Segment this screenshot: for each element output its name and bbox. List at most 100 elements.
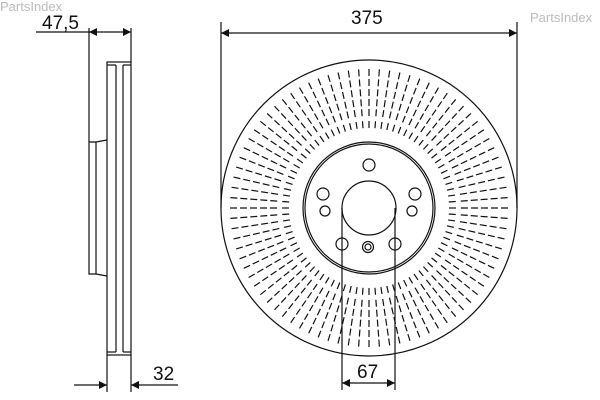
cooling-vent xyxy=(458,227,506,240)
inner-vent-tooth xyxy=(282,200,290,203)
cooling-vent xyxy=(402,293,421,339)
inner-vent-tooth xyxy=(342,124,346,132)
inner-vent-tooth xyxy=(309,266,316,273)
hub-circle xyxy=(302,141,436,275)
cooling-vent xyxy=(440,264,479,296)
cooling-vent xyxy=(425,279,457,318)
bolt-hole xyxy=(319,205,331,217)
cooling-vent xyxy=(347,298,356,347)
watermark-right: PartsIndex xyxy=(530,10,593,25)
inner-vent-tooth xyxy=(285,231,293,235)
cooling-vent xyxy=(448,137,491,163)
cooling-vent xyxy=(289,91,318,133)
cooling-vent xyxy=(456,166,503,182)
cooling-vent xyxy=(375,299,381,348)
side-view xyxy=(36,28,178,392)
inner-vent-tooth xyxy=(437,163,445,169)
cooling-vent xyxy=(252,259,294,288)
bolt-hole xyxy=(316,187,330,201)
cooling-vent xyxy=(307,290,330,335)
inner-vent-tooth xyxy=(284,225,292,228)
inner-vent-tooth xyxy=(443,236,451,241)
inner-vent-tooth xyxy=(422,266,429,273)
inner-vent-tooth xyxy=(422,143,429,150)
inner-vent-tooth xyxy=(418,270,424,277)
inner-vent-tooth xyxy=(282,213,290,216)
inner-vent-tooth xyxy=(336,126,341,134)
inner-vent-tooth xyxy=(413,135,419,143)
inner-vent-tooth xyxy=(443,175,451,180)
inner-vent-tooth xyxy=(293,163,301,169)
cooling-vent xyxy=(317,293,336,339)
cooling-vent xyxy=(242,146,287,169)
inner-vent-tooth xyxy=(314,270,320,277)
cooling-vent xyxy=(238,241,284,260)
cooling-vent xyxy=(265,270,302,304)
inner-vent-tooth xyxy=(448,213,456,216)
watermark-left: PartsIndex xyxy=(0,0,63,14)
inner-vent-tooth xyxy=(349,123,352,131)
cooling-vent xyxy=(327,295,343,342)
cooling-vent xyxy=(436,270,473,304)
cooling-vent xyxy=(230,186,279,195)
inner-vent-tooth xyxy=(440,242,448,247)
inner-vent-tooth xyxy=(374,121,377,129)
inner-vent-tooth xyxy=(282,219,290,222)
cooling-vent xyxy=(337,71,350,119)
inner-vent-tooth xyxy=(300,257,307,263)
inner-vent-tooth xyxy=(445,181,453,185)
bolt-hole xyxy=(408,187,422,201)
inner-vent-tooth xyxy=(392,284,396,292)
cooling-vent xyxy=(337,297,350,345)
cooling-vent xyxy=(307,81,330,126)
inner-vent-tooth xyxy=(355,121,358,129)
cooling-vent xyxy=(460,196,509,202)
cooling-vent xyxy=(448,253,491,279)
inner-vent-tooth xyxy=(380,121,383,129)
cooling-vent xyxy=(357,299,363,348)
cooling-vent xyxy=(357,68,363,117)
inner-vent-tooth xyxy=(285,181,293,185)
cooling-vent xyxy=(459,221,508,230)
inner-vent-tooth xyxy=(437,247,445,253)
inner-vent-tooth xyxy=(431,257,438,263)
cooling-vent xyxy=(454,241,500,260)
inner-vent-tooth xyxy=(330,279,335,287)
cooling-vent xyxy=(388,297,401,345)
cooling-vent xyxy=(420,283,449,325)
cooling-vent xyxy=(420,91,449,133)
cooling-vent xyxy=(451,146,496,169)
cooling-vent xyxy=(317,77,336,123)
inner-vent-tooth xyxy=(446,188,454,191)
inner-vent-tooth xyxy=(434,252,442,258)
cooling-vent xyxy=(436,112,473,146)
inner-vent-tooth xyxy=(287,175,295,180)
cooling-vent xyxy=(242,247,287,270)
cooling-vent xyxy=(408,290,431,335)
cooling-vent xyxy=(459,186,508,195)
inner-vent-tooth xyxy=(309,143,316,150)
inner-vent-tooth xyxy=(349,285,352,293)
inner-vent-tooth xyxy=(374,287,377,295)
inner-vent-tooth xyxy=(408,276,414,284)
width-dimension-label: 47,5 xyxy=(42,13,79,34)
inner-vent-tooth xyxy=(446,225,454,228)
inner-vent-tooth xyxy=(386,123,389,131)
cooling-vent xyxy=(395,295,411,342)
inner-vent-tooth xyxy=(336,282,341,290)
inner-vent-tooth xyxy=(330,129,335,137)
inner-vent-tooth xyxy=(448,219,456,222)
cooling-vent xyxy=(252,128,294,157)
cooling-vent xyxy=(247,137,290,163)
inner-vent-tooth xyxy=(448,194,456,197)
cooling-vent xyxy=(451,247,496,270)
inner-vent-tooth xyxy=(413,273,419,281)
cooling-vent xyxy=(382,69,391,118)
inner-vent-tooth xyxy=(293,247,301,253)
inner-vent-tooth xyxy=(448,200,456,203)
inner-vent-tooth xyxy=(427,261,434,268)
front-view xyxy=(220,22,518,390)
cooling-vent xyxy=(454,156,500,175)
cooling-vent xyxy=(247,253,290,279)
bolt-hole xyxy=(406,205,418,217)
